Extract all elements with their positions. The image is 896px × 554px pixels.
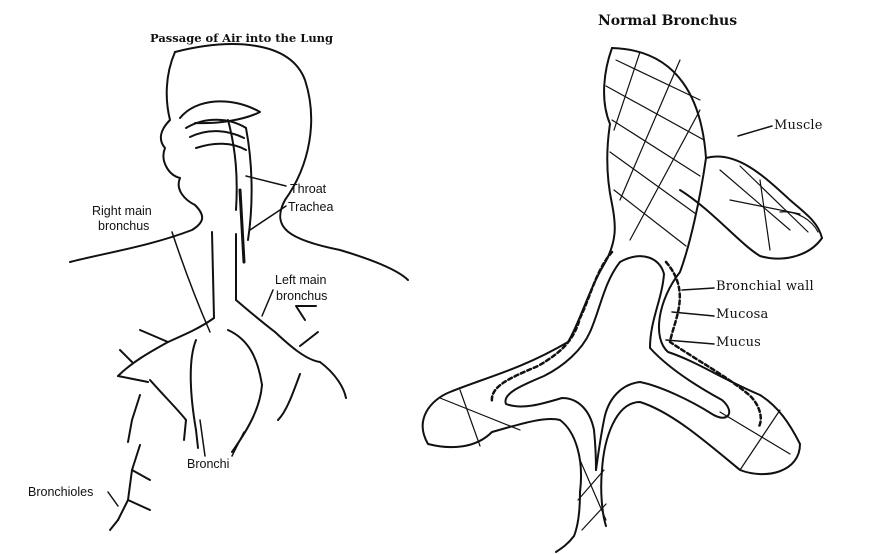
trachea: [211, 231, 237, 319]
mucosa-label: Mucosa: [716, 307, 769, 322]
bronchioles-label: Bronchioles: [28, 485, 94, 499]
bronchial-tree: [109, 299, 347, 531]
throat-label: Throat: [290, 182, 327, 196]
left-diagram-title: Passage of Air into the Lung: [150, 31, 334, 45]
muscle-label: Muscle: [774, 118, 823, 133]
left-main-bronchus-label-line1: Left main: [275, 273, 327, 287]
nasal-cavity: [179, 100, 261, 264]
bronchial-wall-label: Bronchial wall: [716, 279, 814, 294]
right-leader-lines: [665, 125, 773, 345]
right-diagram-title: Normal Bronchus: [598, 13, 738, 29]
right-main-bronchus-label-line1: Right main: [92, 204, 152, 218]
bronchi-label: Bronchi: [187, 457, 230, 471]
bronchus-main-tube: [421, 47, 801, 553]
mucosa-layer: [490, 250, 762, 430]
muscle-hatching: [439, 51, 809, 531]
mucus-label: Mucus: [716, 335, 762, 350]
left-main-bronchus-label-line2: bronchus: [276, 289, 328, 303]
right-main-bronchus-label-line2: bronchus: [98, 219, 150, 233]
left-leader-lines: [107, 175, 287, 507]
mucus-lumen: [504, 255, 731, 471]
trachea-label: Trachea: [288, 200, 334, 214]
muscle-branch-tube: [679, 155, 823, 260]
head-and-neck-outline: [69, 43, 409, 281]
